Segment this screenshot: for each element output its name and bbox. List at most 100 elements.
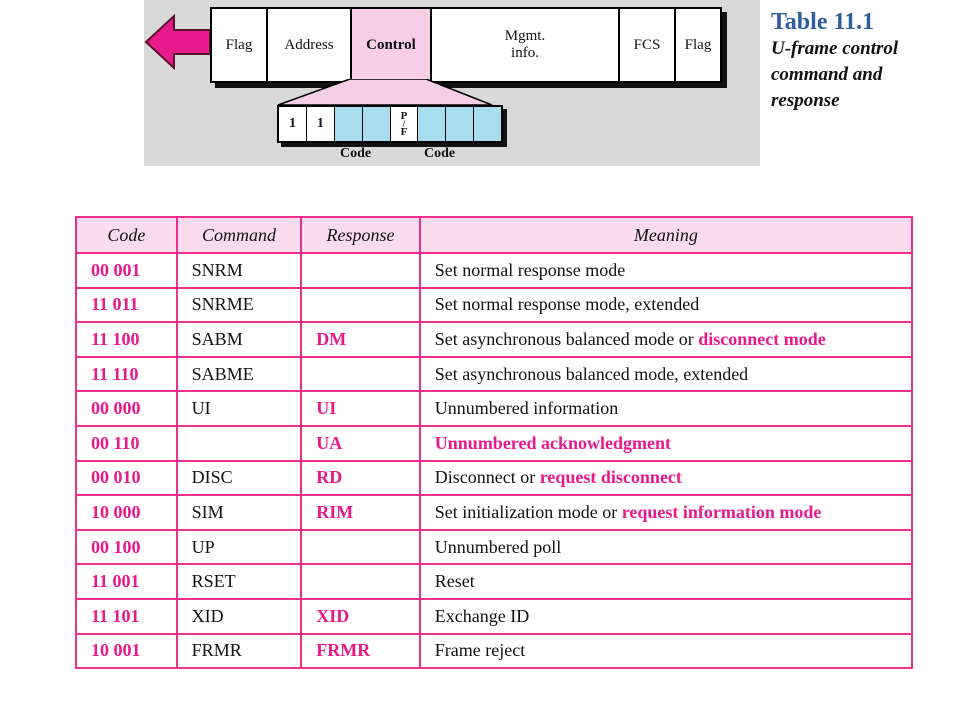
cell-command: UP xyxy=(175,528,303,566)
cell-response xyxy=(300,528,421,566)
direction-arrow-icon xyxy=(144,13,211,71)
bit-2: 1 xyxy=(307,107,335,141)
table-header-row: Code Command Response Meaning xyxy=(75,216,914,254)
cell-command: UI xyxy=(175,390,303,427)
cell-code: 11 110 xyxy=(75,355,178,393)
fcs-field: FCS xyxy=(620,9,676,81)
cell-command: SNRM xyxy=(175,252,303,289)
cell-code: 10 001 xyxy=(75,632,178,670)
cell-meaning: Disconnect or request disconnect xyxy=(418,459,914,497)
table-number: Table 11.1 xyxy=(771,9,875,35)
cell-response: UI xyxy=(300,390,421,427)
cell-response: RIM xyxy=(300,494,421,531)
cell-response: UA xyxy=(300,424,421,462)
cell-code: 11 101 xyxy=(75,597,178,635)
cell-meaning: Unnumbered acknowledgment xyxy=(418,424,914,462)
flag-field: Flag xyxy=(212,9,268,81)
pf-bottom: F xyxy=(400,126,408,138)
meaning-text: Set normal response mode, extended xyxy=(434,294,700,315)
mgmt-line-2: info. xyxy=(511,45,539,61)
cell-meaning: Reset xyxy=(418,563,914,600)
code-bit xyxy=(334,107,363,141)
meaning-text: Frame reject xyxy=(434,640,526,661)
code-bit xyxy=(474,107,501,141)
cell-response: RD xyxy=(300,459,421,497)
address-field: Address xyxy=(268,9,352,81)
mgmt-info-field: Mgmt. info. xyxy=(432,9,620,81)
cell-meaning: Set normal response mode xyxy=(418,252,914,289)
meaning-text: Exchange ID xyxy=(434,605,530,626)
cell-code: 10 000 xyxy=(75,494,178,531)
poll-final-bit: P / F xyxy=(391,107,419,141)
code-bit xyxy=(418,107,447,141)
flag-field-end: Flag xyxy=(684,36,712,53)
cell-code: 11 001 xyxy=(75,563,178,600)
pf-top: P xyxy=(400,110,408,122)
cell-command xyxy=(175,424,303,462)
cell-meaning: Exchange ID xyxy=(418,597,914,635)
cell-meaning: Set asynchronous balanced mode or discon… xyxy=(418,321,914,358)
cell-meaning: Set initialization mode or request infor… xyxy=(418,494,914,531)
cell-code: 11 011 xyxy=(75,286,178,324)
cell-code: 00 010 xyxy=(75,459,178,497)
cell-command: SABM xyxy=(175,321,303,358)
control-bits: 1 1 P / F xyxy=(277,105,503,143)
code-bit xyxy=(362,107,391,141)
cell-command: XID xyxy=(175,597,303,635)
table-title-block: Table 11.1 U-frame control command and r… xyxy=(771,8,956,114)
cell-response: FRMR xyxy=(300,632,421,670)
bit-1: 1 xyxy=(279,107,307,141)
code-label-left: Code xyxy=(340,146,372,161)
control-field: Control xyxy=(352,9,432,81)
meaning-text: Set asynchronous balanced mode, extended xyxy=(434,363,749,384)
meaning-highlight: request information mode xyxy=(621,501,822,522)
meaning-highlight: disconnect mode xyxy=(698,328,826,349)
header-response: Response xyxy=(300,216,421,254)
meaning-text: Set normal response mode xyxy=(434,259,626,280)
cell-code: 11 100 xyxy=(75,321,178,358)
cell-response xyxy=(300,286,421,324)
header-meaning: Meaning xyxy=(418,216,914,254)
meaning-text: Disconnect or xyxy=(434,467,540,488)
cell-code: 00 001 xyxy=(75,252,178,289)
frame-diagram: Flag Address Control Mgmt. info. FCS Fla… xyxy=(144,0,760,166)
cell-command: SIM xyxy=(175,494,303,531)
meaning-text: Set initialization mode or xyxy=(434,501,622,522)
cell-meaning: Unnumbered poll xyxy=(418,528,914,566)
table-caption-line-3: response xyxy=(771,90,840,111)
cell-meaning: Set asynchronous balanced mode, extended xyxy=(418,355,914,393)
cell-command: FRMR xyxy=(175,632,303,670)
cell-command: DISC xyxy=(175,459,303,497)
cell-code: 00 100 xyxy=(75,528,178,566)
header-code: Code xyxy=(75,216,178,254)
cell-response: XID xyxy=(300,597,421,635)
cell-command: SNRME xyxy=(175,286,303,324)
table-row: 00 110 UA Unnumbered acknowledgment xyxy=(75,424,914,462)
cell-meaning: Unnumbered information xyxy=(418,390,914,427)
table-caption-line-2: command and xyxy=(771,64,883,85)
header-command: Command xyxy=(175,216,303,254)
hdlc-frame: Flag Address Control Mgmt. info. FCS Fla… xyxy=(210,7,722,83)
mgmt-line-1: Mgmt. xyxy=(504,28,546,44)
cell-meaning: Set normal response mode, extended xyxy=(418,286,914,324)
cell-response xyxy=(300,252,421,289)
cell-code: 00 110 xyxy=(75,424,178,462)
meaning-highlight: Unnumbered acknowledgment xyxy=(434,432,671,453)
meaning-text: Unnumbered poll xyxy=(434,536,562,557)
meaning-text: Set asynchronous balanced mode or xyxy=(434,328,699,349)
table-caption-line-1: U-frame control xyxy=(771,38,899,59)
cell-code: 00 000 xyxy=(75,390,178,427)
cell-command: RSET xyxy=(175,563,303,600)
cell-response: DM xyxy=(300,321,421,358)
